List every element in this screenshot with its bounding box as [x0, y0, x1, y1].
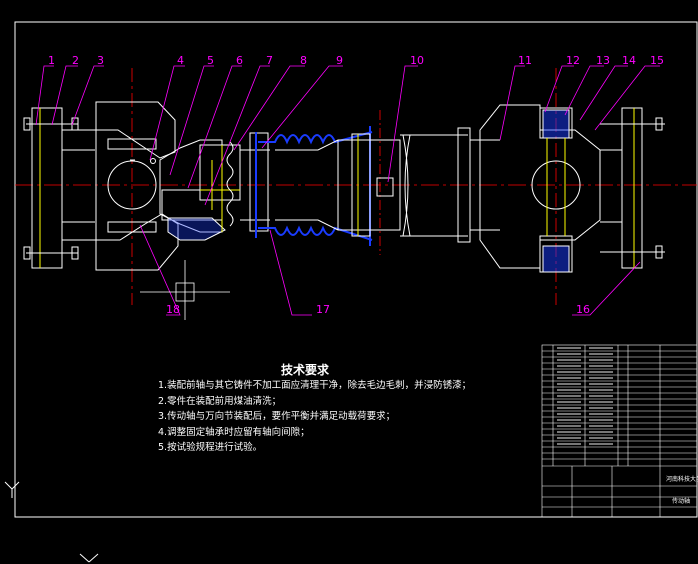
centerlines [15, 68, 697, 305]
requirement-item: 2.零件在装配前用煤油清洗； [158, 395, 282, 407]
balloon-labels: 1 2 3 4 5 6 7 8 9 10 11 12 13 14 15 16 1… [48, 54, 664, 316]
balloon-2: 2 [72, 54, 79, 67]
spline-shaft [161, 141, 270, 241]
ucs-icon [4, 481, 99, 563]
leader-lines [35, 65, 660, 316]
balloon-8: 8 [300, 54, 307, 67]
balloon-14: 14 [622, 54, 636, 67]
technical-requirements-title: 技术要求 [281, 363, 330, 377]
dust-boot [249, 126, 373, 246]
balloon-11: 11 [518, 54, 532, 67]
balloon-5: 5 [207, 54, 214, 67]
left-flange [23, 107, 95, 269]
title-block-drawing-name: 传动轴 [672, 497, 690, 505]
balloon-16: 16 [576, 303, 590, 316]
balloon-4: 4 [177, 54, 184, 67]
requirement-item: 5.按试验规程进行试验。 [158, 442, 263, 454]
right-yoke [479, 104, 665, 273]
technical-requirements-list: 1.装配前轴与其它铸件不加工面应清理干净，除去毛边毛刺，并浸防锈漆； 2.零件在… [158, 378, 471, 456]
balloon-10: 10 [410, 54, 424, 67]
left-yoke [61, 101, 223, 271]
balloon-18: 18 [166, 303, 180, 316]
balloon-6: 6 [236, 54, 243, 67]
requirement-item: 3.传动轴与万向节装配后，要作平衡并满足动载荷要求； [158, 411, 396, 423]
view-marker [140, 260, 230, 320]
balloon-9: 9 [336, 54, 343, 67]
balloon-1: 1 [48, 54, 55, 67]
balloon-7: 7 [266, 54, 273, 67]
balloon-13: 13 [596, 54, 610, 67]
requirement-item: 4.调整固定轴承时应留有轴向间隙； [158, 426, 310, 438]
requirement-item: 1.装配前轴与其它铸件不加工面应清理干净，除去毛边毛刺，并浸防锈漆； [158, 380, 472, 391]
balloon-3: 3 [97, 54, 104, 67]
balloon-17: 17 [316, 303, 330, 316]
bill-of-materials [541, 344, 698, 518]
title-block-school: 河南科技大学 [666, 475, 698, 483]
balloon-15: 15 [650, 54, 664, 67]
balloon-12: 12 [566, 54, 580, 67]
drive-tube [275, 127, 500, 243]
bom-cell-fill [557, 347, 613, 445]
drawing-frame [14, 21, 698, 518]
